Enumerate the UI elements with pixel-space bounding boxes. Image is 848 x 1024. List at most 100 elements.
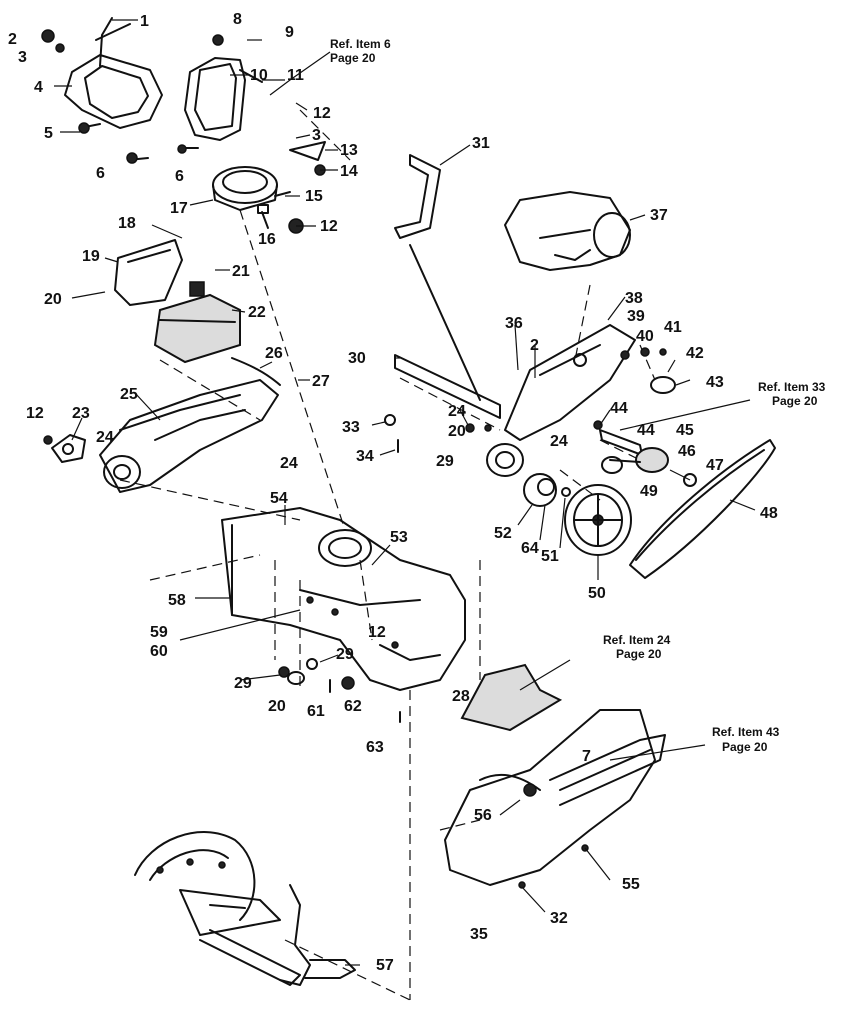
screw-part-5: [78, 122, 101, 134]
callout-20-c: 20: [268, 698, 286, 715]
callout-6-a: 6: [96, 165, 105, 182]
frame-part-25: [99, 379, 279, 493]
fasteners-part-33-34: [384, 414, 492, 453]
callout-4: 4: [34, 79, 43, 96]
callout-46: 46: [678, 443, 696, 460]
callout-24-b: 24: [280, 455, 298, 472]
callout-25: 25: [120, 386, 138, 403]
callout-24-c: 24: [448, 403, 466, 420]
callout-20-b: 20: [448, 423, 466, 440]
callout-32: 32: [550, 910, 568, 927]
callout-3-b: 3: [312, 127, 321, 144]
callout-2: 2: [8, 31, 17, 48]
callout-2-b: 2: [530, 337, 539, 354]
callout-7: 7: [582, 748, 591, 765]
ref-item-43-line1: Ref. Item 43: [712, 725, 780, 739]
ref-item-33-line2: Page 20: [772, 394, 818, 408]
callout-52: 52: [494, 525, 512, 542]
callout-49: 49: [640, 483, 658, 500]
reference-notes: Ref. Item 6 Page 20 Ref. Item 33 Page 20…: [330, 37, 826, 754]
callout-1: 1: [140, 13, 149, 30]
callout-45: 45: [676, 422, 694, 439]
callout-6-b: 6: [175, 168, 184, 185]
belt-part-48: [629, 439, 776, 579]
ref-item-6-line1: Ref. Item 6: [330, 37, 391, 51]
callout-44-b: 44: [637, 422, 655, 439]
collar-part-17: [212, 166, 278, 211]
ref-item-43-line2: Page 20: [722, 740, 768, 754]
callout-24-d: 24: [550, 433, 568, 450]
callout-20-a: 20: [44, 291, 62, 308]
callout-labels: 1 2 3 4 5 6 6 8 9 10 11 12 3 13 14 15 16…: [8, 11, 778, 974]
callout-29-b: 29: [336, 646, 354, 663]
callout-48: 48: [760, 505, 778, 522]
callout-62: 62: [344, 698, 362, 715]
callout-18: 18: [118, 215, 136, 232]
lever-part-13: [289, 141, 326, 176]
callout-57: 57: [376, 957, 394, 974]
callout-47: 47: [706, 457, 724, 474]
engine-part-37: [504, 191, 631, 271]
chute-part-35: [444, 709, 666, 889]
hardware-part-61-62: [278, 658, 401, 723]
callout-31: 31: [472, 135, 490, 152]
callout-50: 50: [588, 585, 606, 602]
callout-36: 36: [505, 315, 523, 332]
callout-40: 40: [636, 328, 654, 345]
callout-26: 26: [265, 345, 283, 362]
callout-59: 59: [150, 624, 168, 641]
callout-21: 21: [232, 263, 250, 280]
callout-19: 19: [82, 248, 100, 265]
screw-part-6: [126, 144, 199, 164]
callout-24-a: 24: [96, 429, 114, 446]
callout-14: 14: [340, 163, 358, 180]
callout-17: 17: [170, 200, 188, 217]
callout-29-c: 29: [234, 675, 252, 692]
idler-part-46: [601, 447, 697, 487]
pulley-part-43: [640, 347, 676, 394]
assembly-lines: [119, 109, 661, 1001]
callout-22: 22: [248, 304, 266, 321]
rod-part-30: [394, 244, 501, 419]
rod-part-31: [394, 154, 441, 239]
callout-42: 42: [686, 345, 704, 362]
housing-part-54: [221, 507, 466, 691]
ref-item-6-line2: Page 20: [330, 51, 376, 65]
callout-5: 5: [44, 125, 53, 142]
bracket-part-19: [114, 239, 183, 306]
screw-part-2: [41, 29, 65, 53]
pulley-part-50: [564, 484, 632, 556]
callout-61: 61: [307, 703, 325, 720]
callout-29-a: 29: [436, 453, 454, 470]
ref-item-24-line1: Ref. Item 24: [603, 633, 671, 647]
callout-12-c: 12: [26, 405, 44, 422]
leader-lines: [54, 19, 756, 966]
callout-53: 53: [390, 529, 408, 546]
callout-64: 64: [521, 540, 539, 557]
callout-12-b: 12: [320, 218, 338, 235]
callout-11: 11: [287, 67, 304, 84]
gasket-part-23: [43, 434, 86, 463]
shroud-part-4: [64, 17, 163, 129]
callout-37: 37: [650, 207, 668, 224]
callout-55: 55: [622, 876, 640, 893]
callout-63: 63: [366, 739, 384, 756]
blower-housing-part-10: [184, 34, 263, 141]
callout-34: 34: [356, 448, 374, 465]
callout-35: 35: [470, 926, 488, 943]
callout-41: 41: [664, 319, 682, 336]
callout-60: 60: [150, 643, 168, 660]
callout-3: 3: [18, 49, 27, 66]
bracket-part-38: [504, 324, 636, 441]
wire-part-26: [231, 357, 281, 386]
callout-38: 38: [625, 290, 643, 307]
callout-9: 9: [285, 24, 294, 41]
callout-33: 33: [342, 419, 360, 436]
callout-54: 54: [270, 490, 288, 507]
muffler-part-22: [153, 281, 241, 364]
callout-39: 39: [627, 308, 645, 325]
callout-51: 51: [541, 548, 559, 565]
callout-10: 10: [250, 67, 268, 84]
callout-8: 8: [233, 11, 242, 28]
